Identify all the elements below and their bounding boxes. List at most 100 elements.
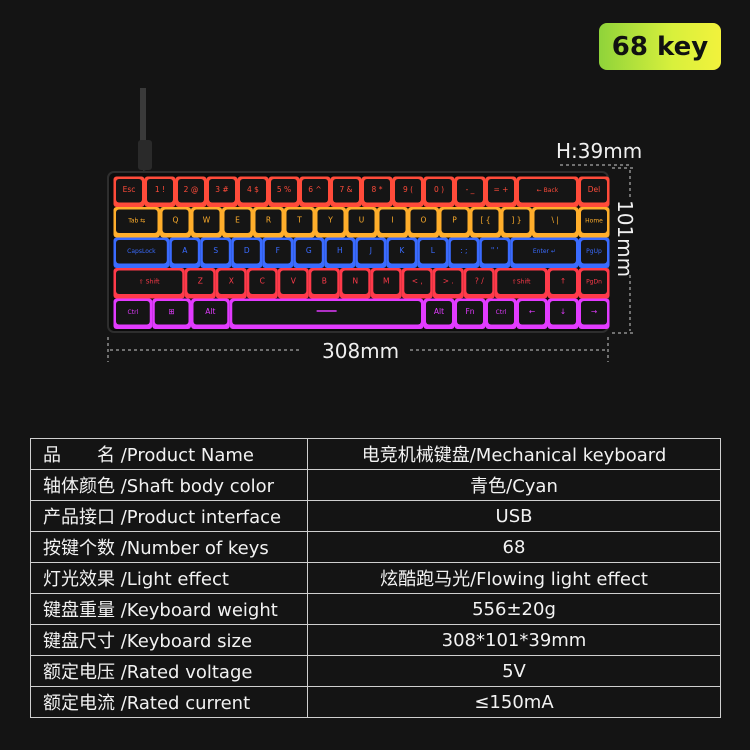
key-count-badge: 68 key (599, 23, 721, 70)
keycap: : ; (448, 237, 480, 268)
keycap: V (277, 268, 309, 299)
keycap: X (215, 268, 247, 299)
keycap: ⇧Shift (494, 268, 548, 299)
keycap: ⊞ (152, 298, 191, 329)
keycap-label: R (266, 216, 271, 225)
keycap: - _ (454, 176, 486, 207)
keycap: H (324, 237, 356, 268)
spec-label: 轴体颜色 /Shaft body color (30, 469, 308, 501)
keycap: A (169, 237, 201, 268)
spec-value: ≤150mA (307, 686, 721, 718)
keycap: 0 ) (423, 176, 455, 207)
keycap-label: P (452, 216, 457, 225)
keycap-label: Y (327, 216, 333, 225)
keycap-label: ⇧ Shift (139, 279, 160, 286)
keycap: 3 # (206, 176, 238, 207)
keycap: > . (432, 268, 464, 299)
keycap: W (191, 207, 222, 238)
keycap-label: J (369, 246, 372, 255)
keycap-label: U (359, 216, 365, 225)
keycap-label: 2 @ (184, 185, 199, 194)
keycap: Del (578, 176, 610, 207)
keycap: → (578, 298, 610, 329)
keycap-label: 9 ( (403, 185, 413, 194)
keycap-label: 0 ) (434, 185, 444, 194)
keycap: S (200, 237, 232, 268)
keycap-label: Del (588, 185, 600, 194)
keycap: ← (516, 298, 548, 329)
keycap-label: - _ (466, 185, 475, 194)
keycap: " ' (479, 237, 511, 268)
keycap-label: V (291, 277, 297, 286)
keycap-label: O (421, 216, 427, 225)
keycap-label: W (203, 216, 211, 225)
keycap: [ { (470, 207, 501, 238)
keycap: Y (315, 207, 346, 238)
keycap-label: 3 # (215, 185, 228, 194)
keycap: Home (578, 207, 610, 238)
keycap: Alt (423, 298, 455, 329)
keycap-label: Home (585, 218, 603, 225)
keycap: ⇧ Shift (113, 268, 185, 299)
keycap-label: G (306, 246, 312, 255)
spec-value: 68 (307, 531, 721, 563)
keycap-label: \ | (552, 216, 559, 225)
keycap-label: PgUp (586, 248, 602, 255)
keycap: Enter ↵ (510, 237, 579, 268)
keycap-label: 5 % (277, 185, 291, 194)
height-dimension-label: H:39mm (556, 139, 643, 163)
keycap: N (339, 268, 371, 299)
keycap-label: ? / (475, 277, 484, 286)
keycap: K (386, 237, 418, 268)
keycap-label: Q (173, 216, 179, 225)
keycap: R (253, 207, 284, 238)
keycap: < , (401, 268, 433, 299)
keycap-label: CapsLock (127, 248, 156, 255)
keycap: C (246, 268, 278, 299)
spec-label: 按键个数 /Number of keys (30, 531, 308, 563)
keycap-label: A (182, 246, 188, 255)
keycap: PgDn (578, 268, 610, 299)
keycap: U (346, 207, 377, 238)
keycap: 6 ^ (299, 176, 331, 207)
spec-label: 品 名 /Product Name (30, 438, 308, 470)
keycap: ? / (463, 268, 495, 299)
keycap: 2 @ (175, 176, 207, 207)
keycap-label: ← (529, 307, 535, 316)
keycap-label: = + (494, 185, 509, 194)
keycap-label: ↓ (560, 307, 566, 316)
keycap-label: E (235, 216, 240, 225)
keycap-label: L (431, 246, 436, 255)
spec-label: 灯光效果 /Light effect (30, 562, 308, 594)
keycap (229, 298, 424, 329)
keycap: 9 ( (392, 176, 424, 207)
keycap-label: H (337, 246, 343, 255)
keycap-label: S (213, 246, 218, 255)
keycap-label: Ctrl (496, 309, 507, 316)
keycap: Ctrl (485, 298, 517, 329)
keycap-label: → (591, 307, 597, 316)
spec-label: 额定电流 /Rated current (30, 686, 308, 718)
keycap: B (308, 268, 340, 299)
keycap: I (377, 207, 408, 238)
keycap-label: 1 ! (155, 185, 165, 194)
keycap-label: > . (443, 277, 454, 286)
keycap-label: T (296, 216, 302, 225)
keycap-label: I (391, 216, 393, 225)
keycap: M (370, 268, 402, 299)
spec-label: 键盘尺寸 /Keyboard size (30, 624, 308, 656)
keycap-label: D (244, 246, 250, 255)
keycap-label: Alt (434, 307, 444, 316)
keycap: D (231, 237, 263, 268)
keycap-label: M (383, 277, 389, 286)
keycap-label: < , (412, 277, 423, 286)
keycap-label: X (229, 277, 234, 286)
keycap-label: Enter ↵ (533, 248, 556, 255)
keycap-label: 7 & (339, 185, 352, 194)
